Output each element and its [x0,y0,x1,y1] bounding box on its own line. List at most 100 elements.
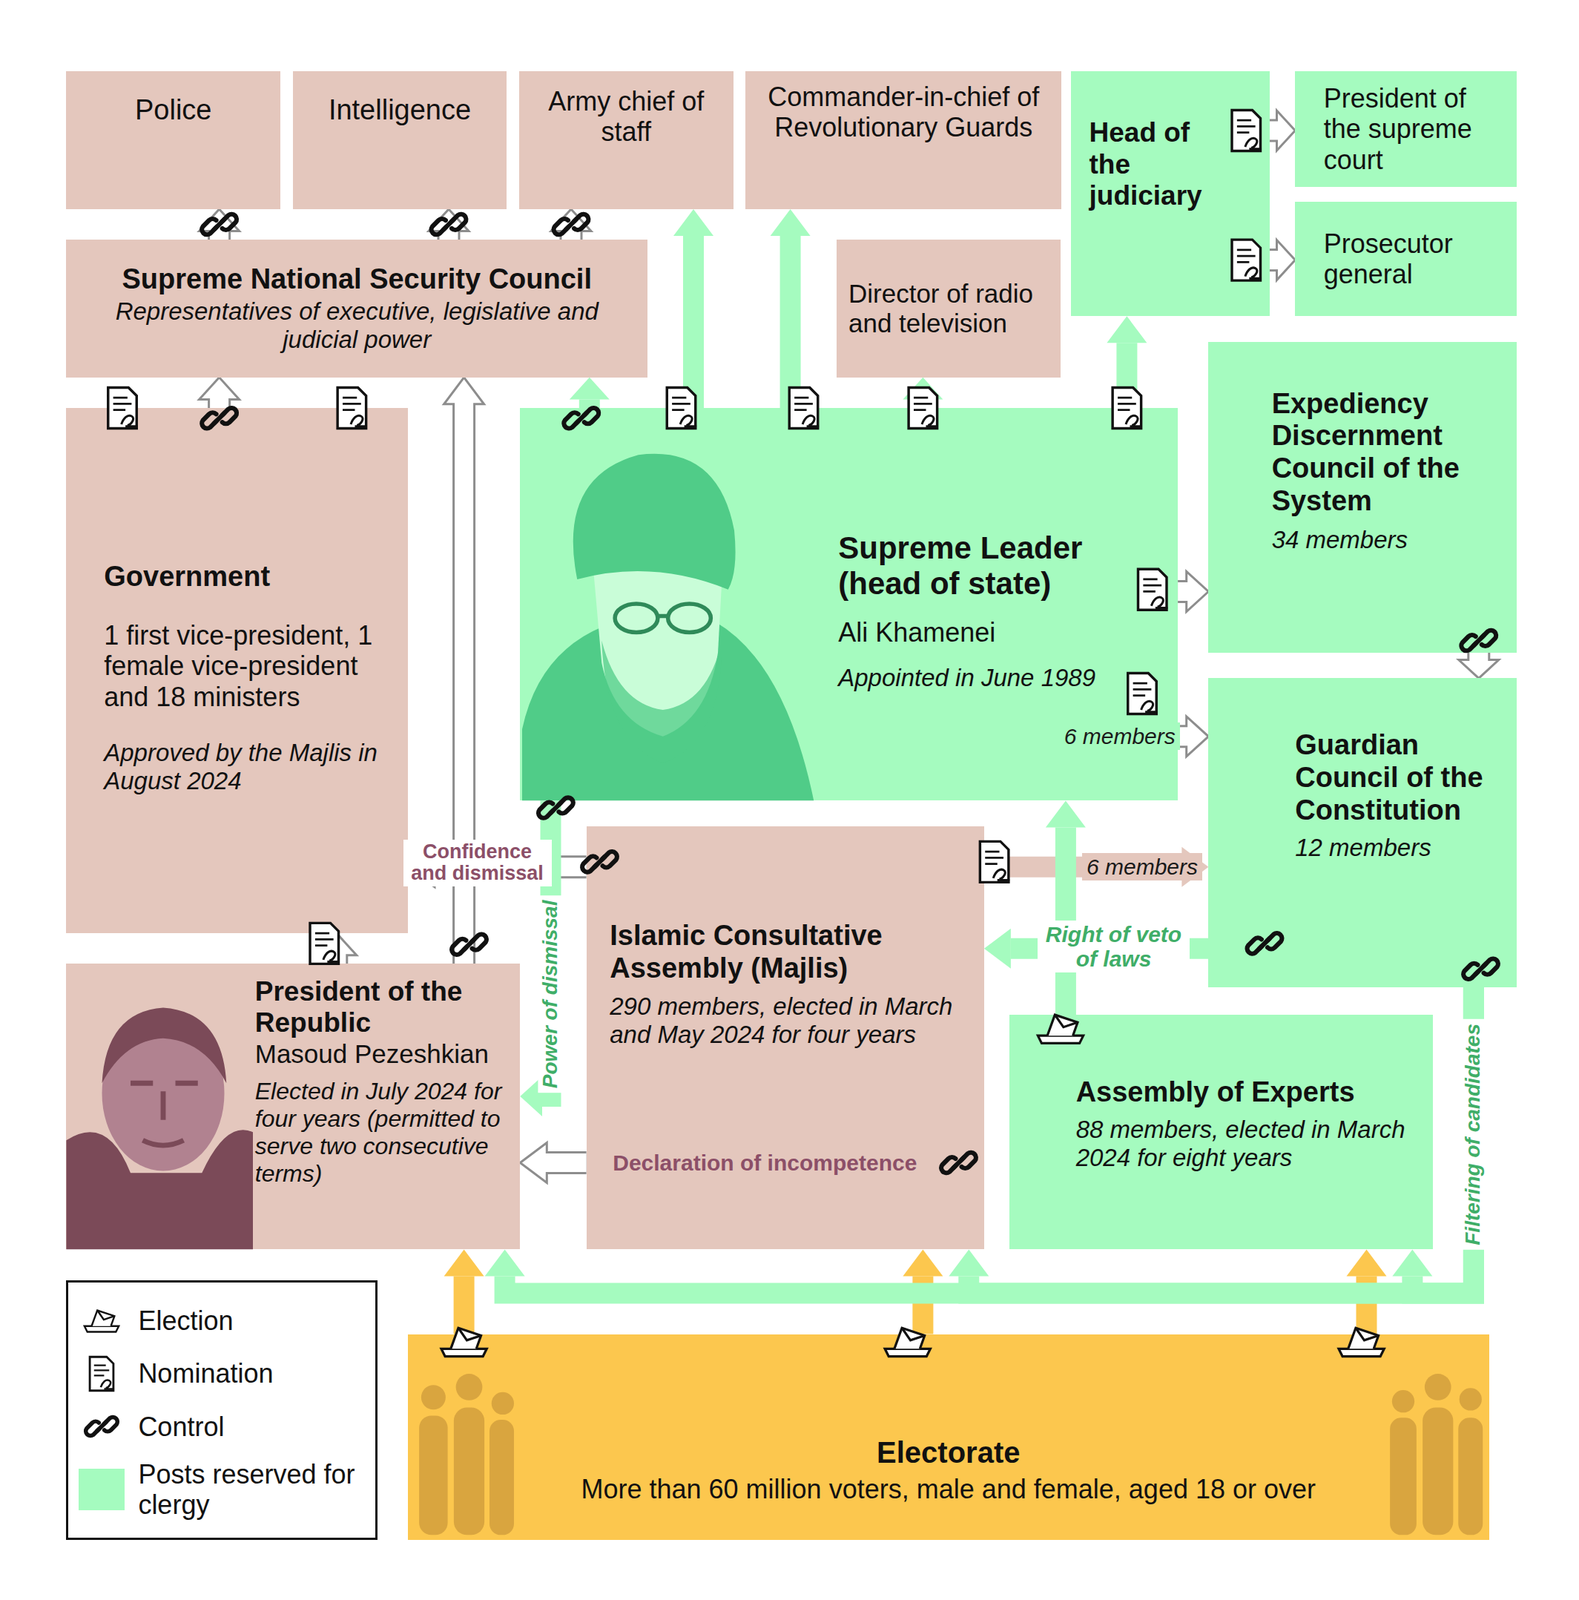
connector-arrow [673,209,714,408]
president-portrait [66,1007,253,1249]
portrait-hair [102,1007,227,1083]
node-title: Commander-in-chief of Revolutionary Guar… [753,81,1054,144]
node-title: Head of the judiciary [1089,117,1229,213]
connector-arrow [1269,240,1295,281]
nomination-icon [337,387,368,428]
connector-arrow [1177,716,1209,757]
nomination-icon [1231,109,1262,151]
node-detail: Approved by the Majlis in August 2024 [103,738,393,796]
legend-entry: Posts reserved for clergy [78,1458,365,1521]
node-detail: Masoud Pezeshkian [255,1039,514,1069]
connector-arrow [948,987,1474,1294]
legend-entry: Control [78,1405,365,1447]
agency-box: Police [66,71,281,210]
edge-label: 6 members [1082,852,1203,881]
control-icon [1461,630,1496,651]
nomination-icon [1112,387,1143,428]
election-icon [441,1327,487,1356]
nomination-icon [789,387,819,428]
agency-box: Intelligence [292,71,508,210]
court-box: President of the supreme court [1294,71,1516,187]
crowd-figures [419,1373,1483,1535]
portrait-glasses [657,614,669,618]
portrait-body [66,1129,253,1249]
portrait-glasses [614,603,658,632]
node-title: Assembly of Experts [1076,1076,1424,1109]
nomination-icon [108,387,138,428]
node-detail: More than 60 million voters, male and fe… [418,1473,1479,1505]
nomination-icon [78,1352,125,1395]
legend-swatch [78,1468,125,1511]
portrait-turban [573,453,736,590]
node-title: Police [74,94,273,127]
connector-arrow [1106,315,1147,408]
node-detail: Appointed in June 1989 [838,663,1102,692]
node-title: Islamic Consultative Assembly (Majlis) [609,919,972,985]
connector-arrow [569,377,610,408]
node-title: Intelligence [301,94,500,127]
node-title: Supreme Leader (head of state) [838,530,1102,603]
leader-portrait [522,453,814,801]
node-title: President of the Republic [255,976,514,1040]
connector-arrow [984,846,1209,888]
agency-box: Director of radio and television [836,239,1062,378]
nomination-icon [908,387,939,428]
portrait-glasses [668,603,712,632]
legend-text: Control [137,1411,224,1442]
control-icon [563,407,599,429]
connector-arrow [199,209,240,240]
node-detail: Elected in July 2024 for four years (per… [255,1077,514,1187]
node-detail: 88 members, elected in March 2024 for ei… [1076,1115,1424,1172]
node-title: Army chief of staff [527,86,726,148]
connector-arrow [770,209,811,408]
portrait-robe [522,622,814,801]
control-icon [78,1405,125,1447]
legend-entry: Nomination [78,1352,365,1395]
control-icon [554,214,589,235]
connector-arrow [902,377,943,408]
council-box: Expediency Discernment Council of the Sy… [1208,341,1516,653]
election-icon [1037,1014,1083,1043]
legend-box: ElectionNominationControlPosts reserved … [66,1280,377,1541]
nomination-icon [666,387,697,428]
nomination-icon [1138,568,1169,610]
control-icon [451,933,487,955]
edge-label: Declaration of incompetence [608,1148,922,1177]
election-icon [884,1327,931,1356]
control-icon [538,797,574,818]
legend-text: Election [137,1305,233,1336]
node-detail: Ali Khamenei [838,617,1102,648]
node-detail: 12 members [1294,833,1507,862]
connector-arrow [316,933,357,964]
judiciary-box: Head of the judiciary [1070,71,1270,316]
connector-arrow [1045,800,1086,1015]
control-icon [941,1152,977,1174]
connector-arrow [1269,110,1295,151]
agency-box: Army chief of staff [519,71,734,210]
council-box: Supreme National Security CouncilReprese… [66,239,648,378]
node-title: Government [103,560,393,594]
legend-text: Nomination [137,1357,273,1389]
node-title: Supreme National Security Council [76,263,638,296]
council-box: Guardian Council of the Constitution12 m… [1208,677,1516,988]
prosecutor-box: Prosecutor general [1294,201,1516,316]
election-icon [78,1299,125,1341]
control-icon [431,214,467,235]
node-title: Expediency Discernment Council of the Sy… [1271,387,1505,518]
node-detail: 34 members [1271,525,1505,555]
nomination-icon [1128,672,1158,714]
nomination-icon [979,841,1010,882]
portrait-face [593,561,722,737]
portrait-face [102,1015,225,1171]
connector-arrow [1458,652,1499,678]
node-detail: 1 first vice-president, 1 female vice-pr… [103,620,393,712]
nomination-icon [1231,239,1262,281]
node-detail: Representatives of executive, legislativ… [76,297,638,354]
control-icon [1247,933,1283,954]
node-title: Electorate [418,1435,1479,1470]
connector-arrow [1177,571,1209,612]
nomination-icon [310,922,340,964]
node-title: Director of radio and television [848,278,1053,339]
control-icon [582,851,618,872]
portrait-beard [601,640,722,763]
